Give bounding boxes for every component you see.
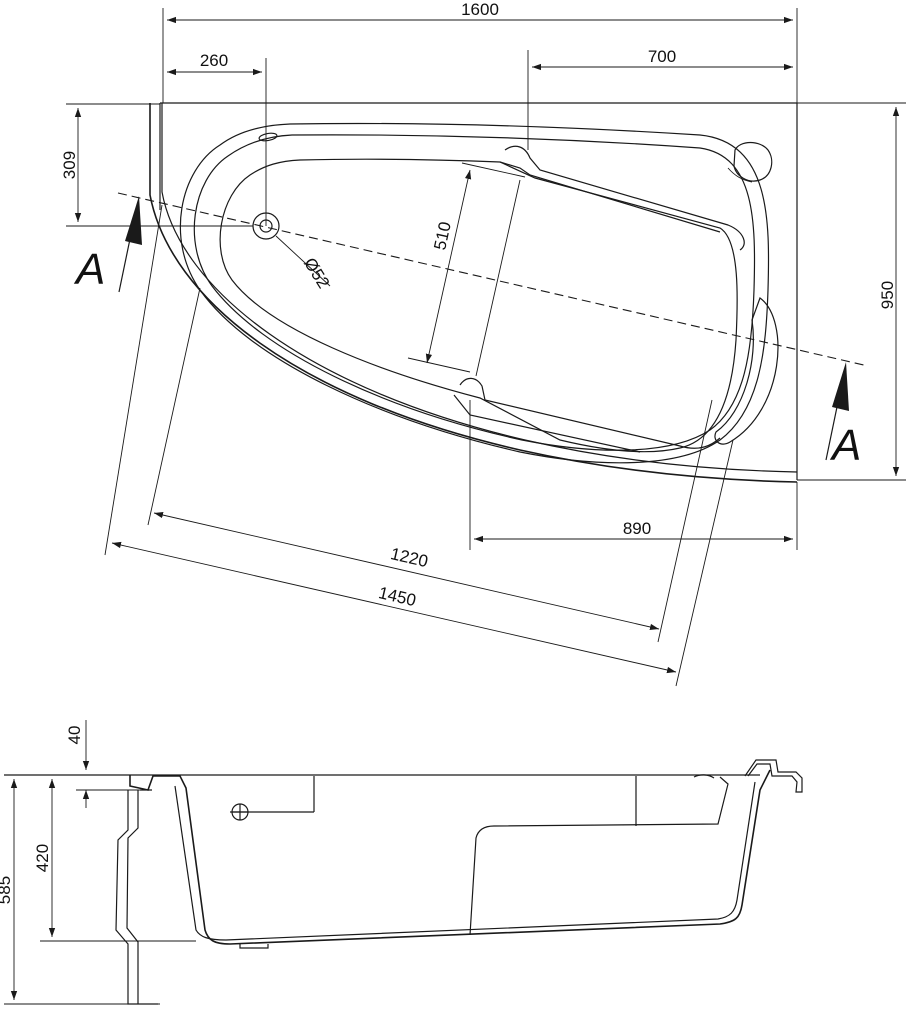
section-support-leg bbox=[115, 789, 158, 1005]
dimension-total-width: 1600 bbox=[162, 0, 798, 103]
tub-envelope bbox=[159, 102, 798, 480]
tub-backrest-upper bbox=[504, 145, 745, 251]
dimension-inner-depth: 420 bbox=[33, 779, 196, 942]
dimension-seat-width: 510 bbox=[407, 162, 526, 377]
tub-outer-rim-inner-line bbox=[161, 103, 798, 473]
tub-basin-floor bbox=[219, 158, 738, 453]
plan-view: A A 1600 260 700 309 bbox=[60, 0, 906, 687]
dimension-drain-offset: 260 bbox=[167, 51, 267, 226]
dimension-label-700: 700 bbox=[648, 47, 676, 66]
dimension-inner-length: 1220 bbox=[147, 287, 713, 643]
dimension-label-1450: 1450 bbox=[377, 583, 418, 610]
section-tub-shell-inner bbox=[174, 781, 756, 941]
tub-backrest-lower-inner bbox=[453, 394, 641, 453]
tub-backrest-lower bbox=[459, 377, 721, 449]
dimension-headrest-width: 700 bbox=[527, 47, 793, 150]
section-arrow-right bbox=[825, 362, 849, 461]
section-arrow-left bbox=[118, 196, 142, 293]
tub-outer-rim bbox=[149, 103, 798, 483]
dimension-label-diameter: Ø52 bbox=[300, 254, 333, 291]
tub-armrest bbox=[714, 297, 779, 445]
section-drain-connector bbox=[230, 776, 315, 821]
dimension-total-depth: 950 bbox=[797, 102, 906, 481]
dimension-drain-depth: 309 bbox=[60, 103, 253, 227]
overflow-pad-icon bbox=[733, 141, 773, 182]
dimension-total-height: 585 bbox=[0, 779, 120, 1005]
dimension-label-40: 40 bbox=[65, 726, 84, 745]
section-view: 40 420 585 bbox=[0, 720, 803, 1005]
dimension-label-890: 890 bbox=[623, 519, 651, 538]
dimension-label-1220: 1220 bbox=[389, 544, 430, 571]
dimension-rim-thickness: 40 bbox=[65, 720, 140, 808]
dimension-label-420: 420 bbox=[33, 844, 52, 872]
dimension-label-510: 510 bbox=[430, 220, 454, 252]
dimension-outer-length: 1450 bbox=[104, 204, 734, 687]
section-mark-right: A bbox=[829, 421, 861, 470]
section-tub-shell-outer bbox=[129, 769, 771, 945]
section-line-a-a bbox=[117, 192, 869, 367]
tub-rim-contour bbox=[179, 122, 770, 464]
dimension-label-950: 950 bbox=[878, 281, 897, 309]
section-right-rim bbox=[744, 759, 803, 793]
section-seat-profile bbox=[469, 776, 729, 936]
dimension-label-585: 585 bbox=[0, 876, 14, 904]
tub-basin-lip bbox=[193, 134, 756, 451]
dimension-drain-diameter: Ø52 bbox=[275, 235, 333, 292]
dimension-label-309: 309 bbox=[60, 151, 79, 179]
section-mark-left: A bbox=[73, 245, 105, 294]
dimension-front-span: 890 bbox=[469, 400, 798, 550]
overflow-slot-icon bbox=[258, 132, 278, 142]
dimension-label-1600: 1600 bbox=[461, 0, 499, 19]
tub-backrest-upper-inner bbox=[499, 161, 721, 233]
dimension-label-260: 260 bbox=[200, 51, 228, 70]
